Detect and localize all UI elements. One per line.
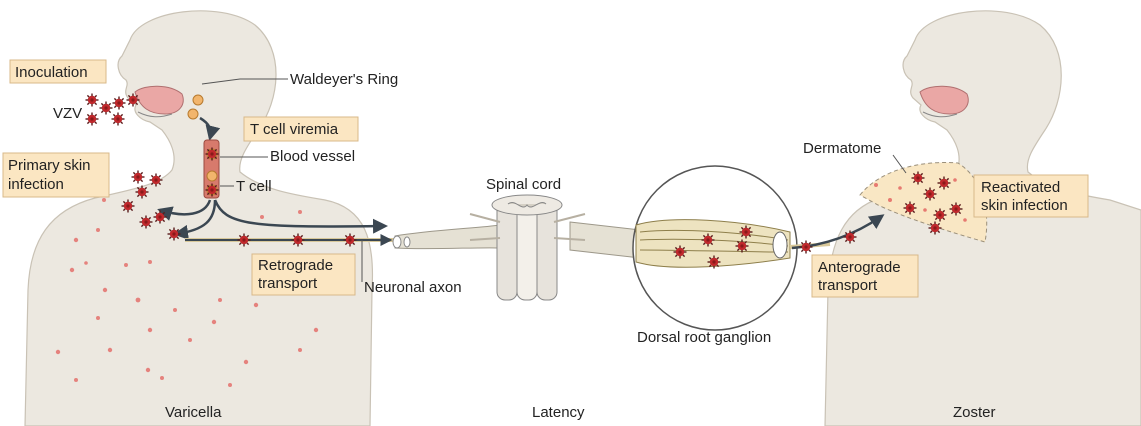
svg-text:transport: transport xyxy=(818,277,878,294)
dermatome-label: Dermatome xyxy=(803,140,881,157)
inoculation-label: Inoculation xyxy=(9,59,107,84)
svg-text:Anterograde: Anterograde xyxy=(818,259,901,276)
right-figure xyxy=(789,10,1141,426)
left-body-silhouette xyxy=(24,10,374,426)
t-cell-label: T cell xyxy=(236,178,272,195)
svg-text:infection: infection xyxy=(8,176,64,193)
caption-varicella: Varicella xyxy=(165,404,222,421)
spinal-cord-label: Spinal cord xyxy=(486,176,561,193)
neuronal-axon-label: Neuronal axon xyxy=(364,279,462,296)
svg-text:Retrograde: Retrograde xyxy=(258,257,333,274)
caption-latency: Latency xyxy=(532,404,585,421)
caption-zoster: Zoster xyxy=(953,404,996,421)
anterograde-transport-label: Anterograde transport xyxy=(811,254,919,298)
spinal-cord xyxy=(469,194,586,301)
t-cell-viremia-label: T cell viremia xyxy=(243,116,359,142)
svg-text:Reactivated: Reactivated xyxy=(981,179,1060,196)
primary-skin-infection-label: Primary skin infection xyxy=(2,152,110,198)
svg-text:T cell viremia: T cell viremia xyxy=(250,121,339,138)
dorsal-root-ganglion-label: Dorsal root ganglion xyxy=(637,329,771,346)
reactivated-skin-infection-label: Reactivated skin infection xyxy=(973,174,1089,218)
left-mouth xyxy=(134,85,184,115)
right-mouth xyxy=(919,85,969,115)
left-figure xyxy=(24,10,395,426)
vzv-label: VZV xyxy=(53,105,82,122)
svg-text:transport: transport xyxy=(258,275,318,292)
waldeyers-ring-label: Waldeyer's Ring xyxy=(290,71,398,88)
dorsal-root-ganglion-inset xyxy=(632,165,798,331)
blood-vessel-label: Blood vessel xyxy=(270,148,355,165)
svg-text:Inoculation: Inoculation xyxy=(15,64,88,81)
svg-text:Primary skin: Primary skin xyxy=(8,157,91,174)
retrograde-transport-label: Retrograde transport xyxy=(251,253,356,296)
nerve-bundle xyxy=(392,221,641,259)
svg-text:skin infection: skin infection xyxy=(981,197,1068,214)
